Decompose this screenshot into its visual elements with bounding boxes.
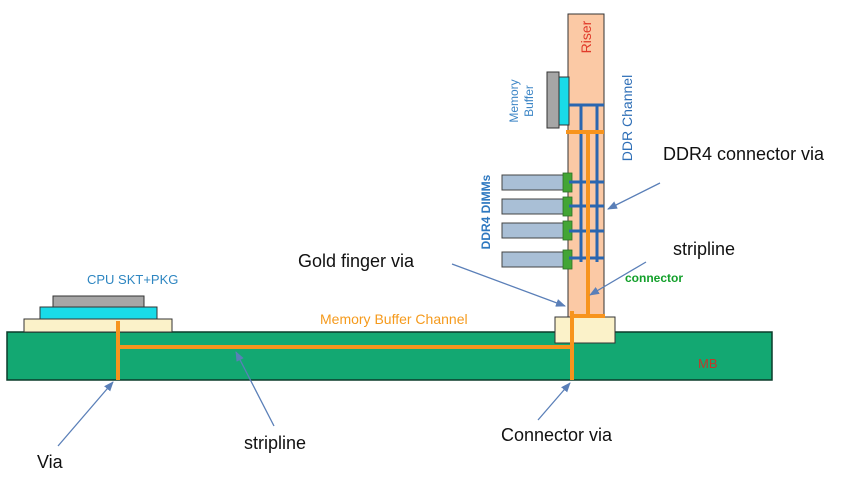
cpu-package-cyan — [39, 306, 158, 320]
stripline-bottom-arrow — [235, 351, 275, 427]
stripline-right-label: stripline — [673, 239, 735, 259]
dimm-4 — [501, 251, 565, 268]
connector-label: connector — [625, 271, 683, 285]
memory-buffer-label-line1: Memory — [507, 79, 521, 122]
stripline-right-arrow — [589, 261, 647, 296]
ddr4-connector-via-label: DDR4 connector via — [663, 144, 825, 164]
memory-buffer-cyan — [558, 76, 570, 126]
cpu-die — [52, 295, 145, 308]
dimm-3 — [501, 222, 565, 239]
memory-buffer-channel-label: Memory Buffer Channel — [320, 311, 468, 327]
motherboard — [6, 331, 773, 381]
connector-via-arrow — [537, 382, 571, 421]
memory-buffer-label-line2: Buffer — [522, 85, 536, 117]
orange-traces — [116, 130, 605, 380]
ddr4-dimm-stack — [501, 172, 573, 270]
via-arrow — [57, 381, 114, 447]
connector-via-label: Connector via — [501, 425, 613, 445]
ddr-channel-label: DDR Channel — [619, 75, 635, 161]
ddr4-dimms-label: DDR4 DIMMs — [479, 174, 493, 249]
via-label: Via — [37, 452, 64, 472]
cpu-label: CPU SKT+PKG — [87, 272, 178, 287]
dimm-2 — [501, 198, 565, 215]
dimm-1 — [501, 174, 565, 191]
riser-label: Riser — [578, 20, 594, 53]
cpu-socket-base — [23, 318, 173, 333]
memory-buffer-gray — [546, 71, 560, 129]
riser-connector — [554, 316, 616, 344]
ddr4-connector-via-arrow — [607, 182, 661, 210]
gold-finger-via-label: Gold finger via — [298, 251, 415, 271]
callout-arrows — [57, 182, 661, 447]
mb-label: MB — [698, 356, 718, 371]
gold-finger-via-arrow — [451, 263, 566, 307]
stripline-bottom-label: stripline — [244, 433, 306, 453]
